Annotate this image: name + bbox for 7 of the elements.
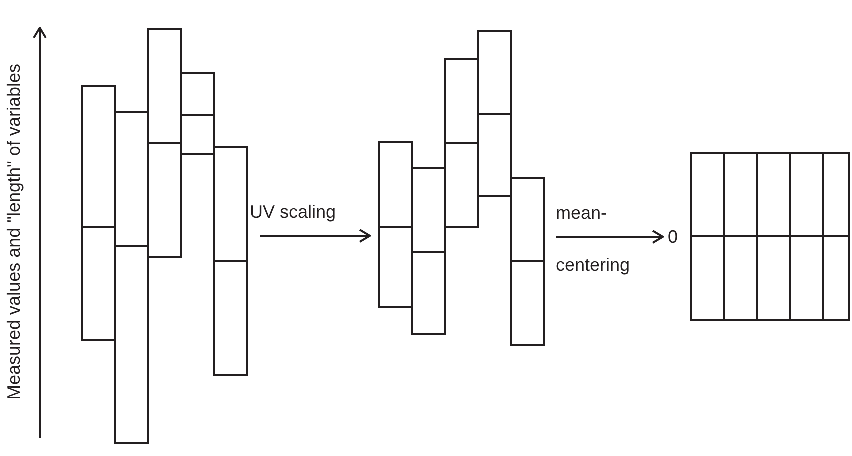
axis-label: Measured values and "length" of variables xyxy=(4,64,24,400)
arrow xyxy=(556,230,664,244)
edge-label: centering xyxy=(556,255,630,275)
edge-label: mean- xyxy=(556,203,608,223)
edge-label: UV scaling xyxy=(250,202,336,222)
arrow xyxy=(260,229,371,243)
zero-label: 0 xyxy=(668,227,678,247)
